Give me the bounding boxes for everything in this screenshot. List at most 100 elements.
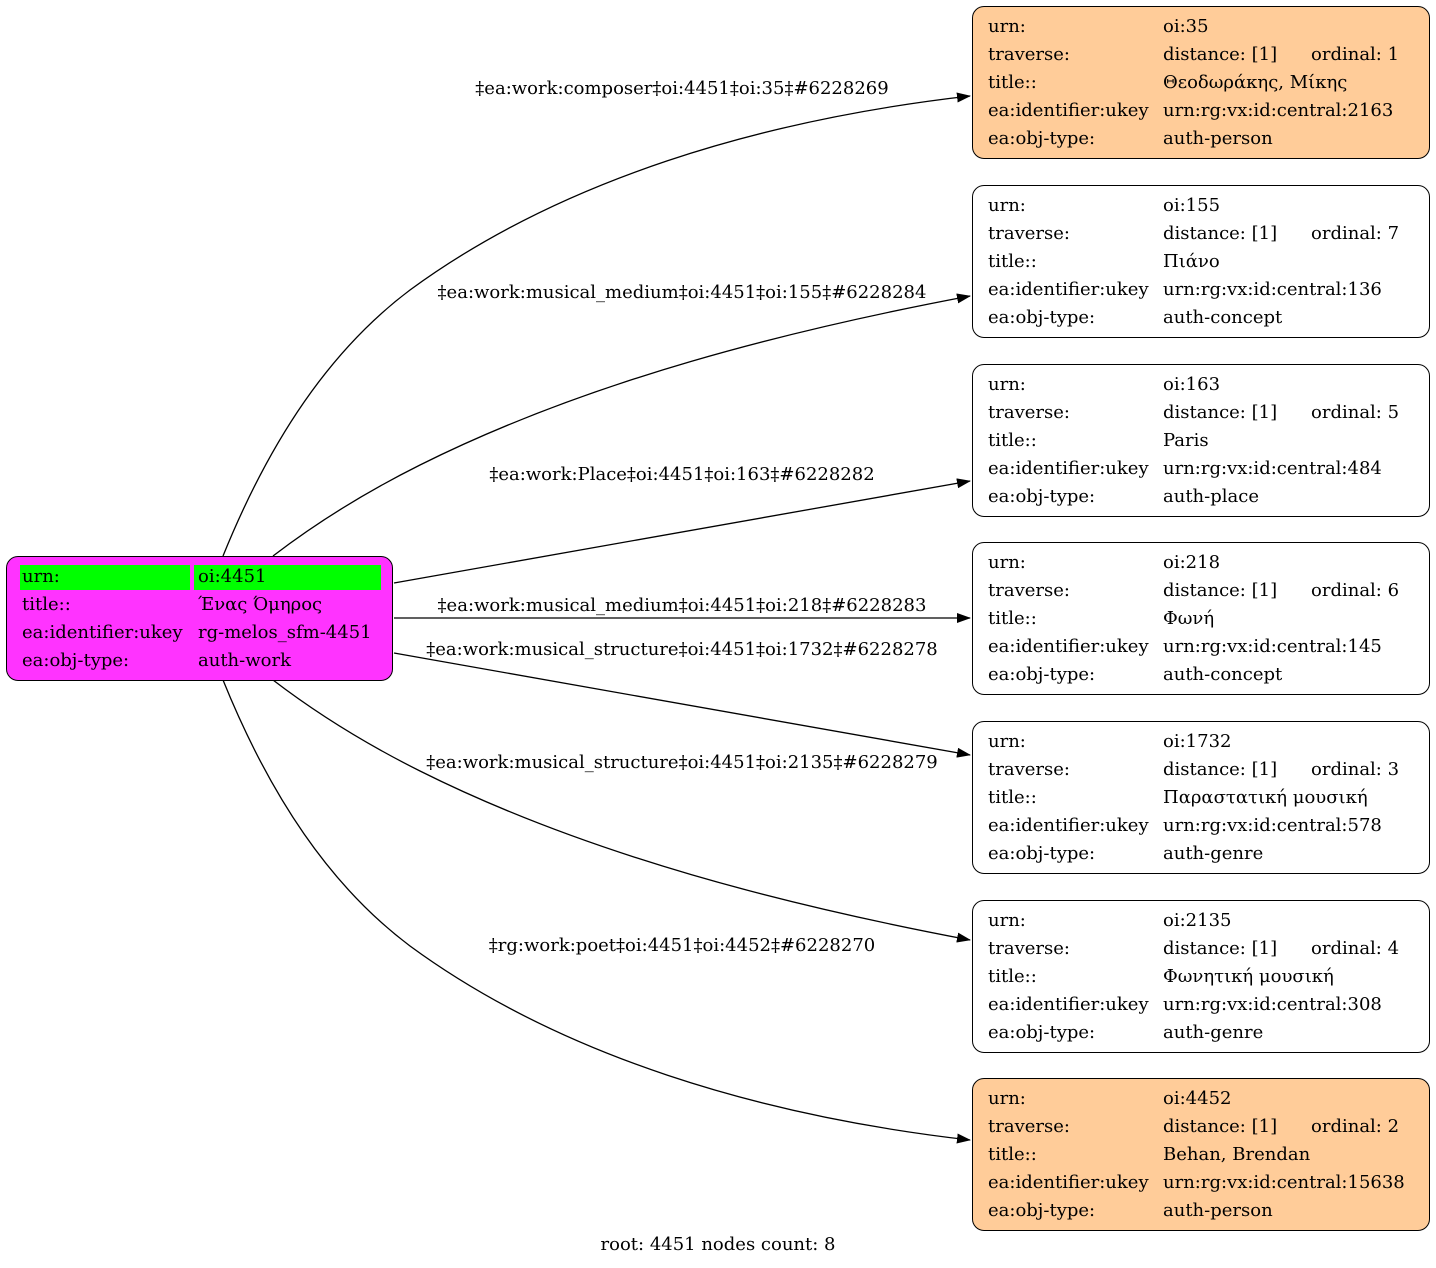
urn-label: urn: (988, 731, 1026, 752)
edge-label-musical-medium-155: ‡ea:work:musical_medium‡oi:4451‡oi:155‡#… (437, 282, 927, 303)
urn-label: urn: (988, 195, 1026, 216)
title-label: title:: (988, 251, 1037, 272)
root-node[interactable]: urn: oi:4451 title::Ένας Όμηρος ea:identi… (6, 556, 393, 681)
type-value: auth-concept (1163, 307, 1283, 328)
ukey-label: ea:identifier:ukey (988, 636, 1149, 657)
distance-value: distance: [1] (1163, 44, 1278, 65)
title-value: Φωνή (1163, 608, 1215, 629)
type-label: ea:obj-type: (988, 1022, 1096, 1043)
title-label: title:: (988, 1144, 1037, 1165)
edge-label-musical-medium-218: ‡ea:work:musical_medium‡oi:4451‡oi:218‡#… (437, 595, 927, 616)
root-title-value: Ένας Όμηρος (198, 594, 323, 615)
ukey-label: ea:identifier:ukey (988, 279, 1149, 300)
node-oi-155[interactable]: urn: oi:155 traverse: distance: [1] ordinal… (972, 185, 1430, 338)
title-value: Φωνητική μουσική (1163, 966, 1334, 987)
root-ukey-label: ea:identifier:ukey (22, 622, 183, 643)
title-value: Παραστατική μουσική (1163, 787, 1368, 808)
ukey-value: urn:rg:vx:id:central:15638 (1163, 1172, 1405, 1193)
root-ukey-value: rg-melos_sfm-4451 (198, 622, 372, 643)
urn-label: urn: (988, 910, 1026, 931)
title-value: Θεοδωράκης, Μίκης (1163, 72, 1348, 93)
type-value: auth-person (1163, 128, 1273, 149)
ukey-label: ea:identifier:ukey (988, 1172, 1149, 1193)
edge-label-musical-structure-1732: ‡ea:work:musical_structure‡oi:4451‡oi:17… (426, 639, 938, 660)
traverse-label: traverse: (988, 580, 1070, 601)
urn-label: urn: (988, 552, 1026, 573)
traverse-label: traverse: (988, 402, 1070, 423)
urn-label: urn: (988, 1088, 1026, 1109)
title-label: title:: (988, 787, 1037, 808)
root-urn-label: urn: (22, 566, 60, 587)
graph-footer: root: 4451 nodes count: 8 (600, 1234, 836, 1255)
edge-label-musical-structure-2135: ‡ea:work:musical_structure‡oi:4451‡oi:21… (426, 752, 938, 773)
title-value: Πιάνο (1163, 251, 1220, 272)
urn-value: oi:163 (1163, 374, 1221, 395)
node-oi-1732[interactable]: urn: oi:1732 traverse: distance: [1] ordina… (972, 721, 1430, 874)
ukey-label: ea:identifier:ukey (988, 100, 1149, 121)
title-value: Paris (1163, 430, 1209, 451)
title-label: title:: (988, 608, 1037, 629)
ukey-value: urn:rg:vx:id:central:136 (1163, 279, 1382, 300)
traverse-label: traverse: (988, 44, 1070, 65)
node-oi-163[interactable]: urn: oi:163 traverse: distance: [1] ordinal… (972, 364, 1430, 517)
ordinal-value: ordinal: 5 (1311, 402, 1400, 423)
type-value: auth-genre (1163, 843, 1264, 864)
distance-value: distance: [1] (1163, 580, 1278, 601)
urn-value: oi:2135 (1163, 910, 1232, 931)
distance-value: distance: [1] (1163, 223, 1278, 244)
urn-value: oi:1732 (1163, 731, 1232, 752)
edge-musical-structure-1732 (393, 652, 971, 758)
edge-poet (222, 679, 971, 1144)
ordinal-value: ordinal: 6 (1311, 580, 1400, 601)
traverse-label: traverse: (988, 223, 1070, 244)
title-label: title:: (988, 430, 1037, 451)
urn-label: urn: (988, 374, 1026, 395)
ordinal-value: ordinal: 7 (1311, 223, 1400, 244)
urn-label-highlight (20, 565, 190, 590)
edge-place (393, 478, 971, 584)
urn-value-highlight (194, 565, 381, 590)
type-label: ea:obj-type: (988, 486, 1096, 507)
type-label: ea:obj-type: (988, 128, 1096, 149)
node-oi-2135[interactable]: urn: oi:2135 traverse: distance: [1] ordina… (972, 900, 1430, 1053)
edge-label-poet: ‡rg:work:poet‡oi:4451‡oi:4452‡#6228270 (488, 935, 876, 956)
ukey-label: ea:identifier:ukey (988, 994, 1149, 1015)
type-label: ea:obj-type: (988, 307, 1096, 328)
ukey-value: urn:rg:vx:id:central:578 (1163, 815, 1382, 836)
title-value: Behan, Brendan (1163, 1144, 1311, 1165)
edge-musical-structure-2135 (272, 679, 971, 943)
node-oi-4452[interactable]: urn:oi:4452 traverse:distance: [1]ordina… (972, 1078, 1430, 1231)
type-value: auth-genre (1163, 1022, 1264, 1043)
urn-value: oi:155 (1163, 195, 1221, 216)
traverse-label: traverse: (988, 759, 1070, 780)
type-value: auth-place (1163, 486, 1259, 507)
type-value: auth-person (1163, 1200, 1273, 1221)
traverse-label: traverse: (988, 938, 1070, 959)
title-label: title:: (988, 966, 1037, 987)
ukey-value: urn:rg:vx:id:central:308 (1163, 994, 1382, 1015)
edge-musical-medium-155 (272, 293, 971, 557)
urn-value: oi:218 (1163, 552, 1221, 573)
distance-value: distance: [1] (1163, 938, 1278, 959)
urn-value: oi:35 (1163, 16, 1209, 37)
ordinal-value: ordinal: 1 (1311, 44, 1400, 65)
distance-value: distance: [1] (1163, 402, 1278, 423)
edge-composer (222, 92, 971, 557)
root-type-label: ea:obj-type: (22, 650, 130, 671)
edge-label-place: ‡ea:work:Place‡oi:4451‡oi:163‡#6228282 (489, 464, 875, 485)
type-label: ea:obj-type: (988, 843, 1096, 864)
ordinal-value: ordinal: 4 (1311, 938, 1400, 959)
ukey-value: urn:rg:vx:id:central:484 (1163, 458, 1382, 479)
ukey-label: ea:identifier:ukey (988, 815, 1149, 836)
ukey-label: ea:identifier:ukey (988, 458, 1149, 479)
root-title-label: title:: (22, 594, 71, 615)
type-value: auth-concept (1163, 664, 1283, 685)
type-label: ea:obj-type: (988, 1200, 1096, 1221)
node-oi-35[interactable]: urn:oi:35 traverse:distance: [1]ordinal:… (972, 6, 1430, 159)
root-urn-value: oi:4451 (198, 566, 267, 587)
distance-value: distance: [1] (1163, 759, 1278, 780)
ordinal-value: ordinal: 2 (1311, 1116, 1400, 1137)
ordinal-value: ordinal: 3 (1311, 759, 1400, 780)
node-oi-218[interactable]: urn: oi:218 traverse: distance: [1] ordinal… (972, 542, 1430, 695)
